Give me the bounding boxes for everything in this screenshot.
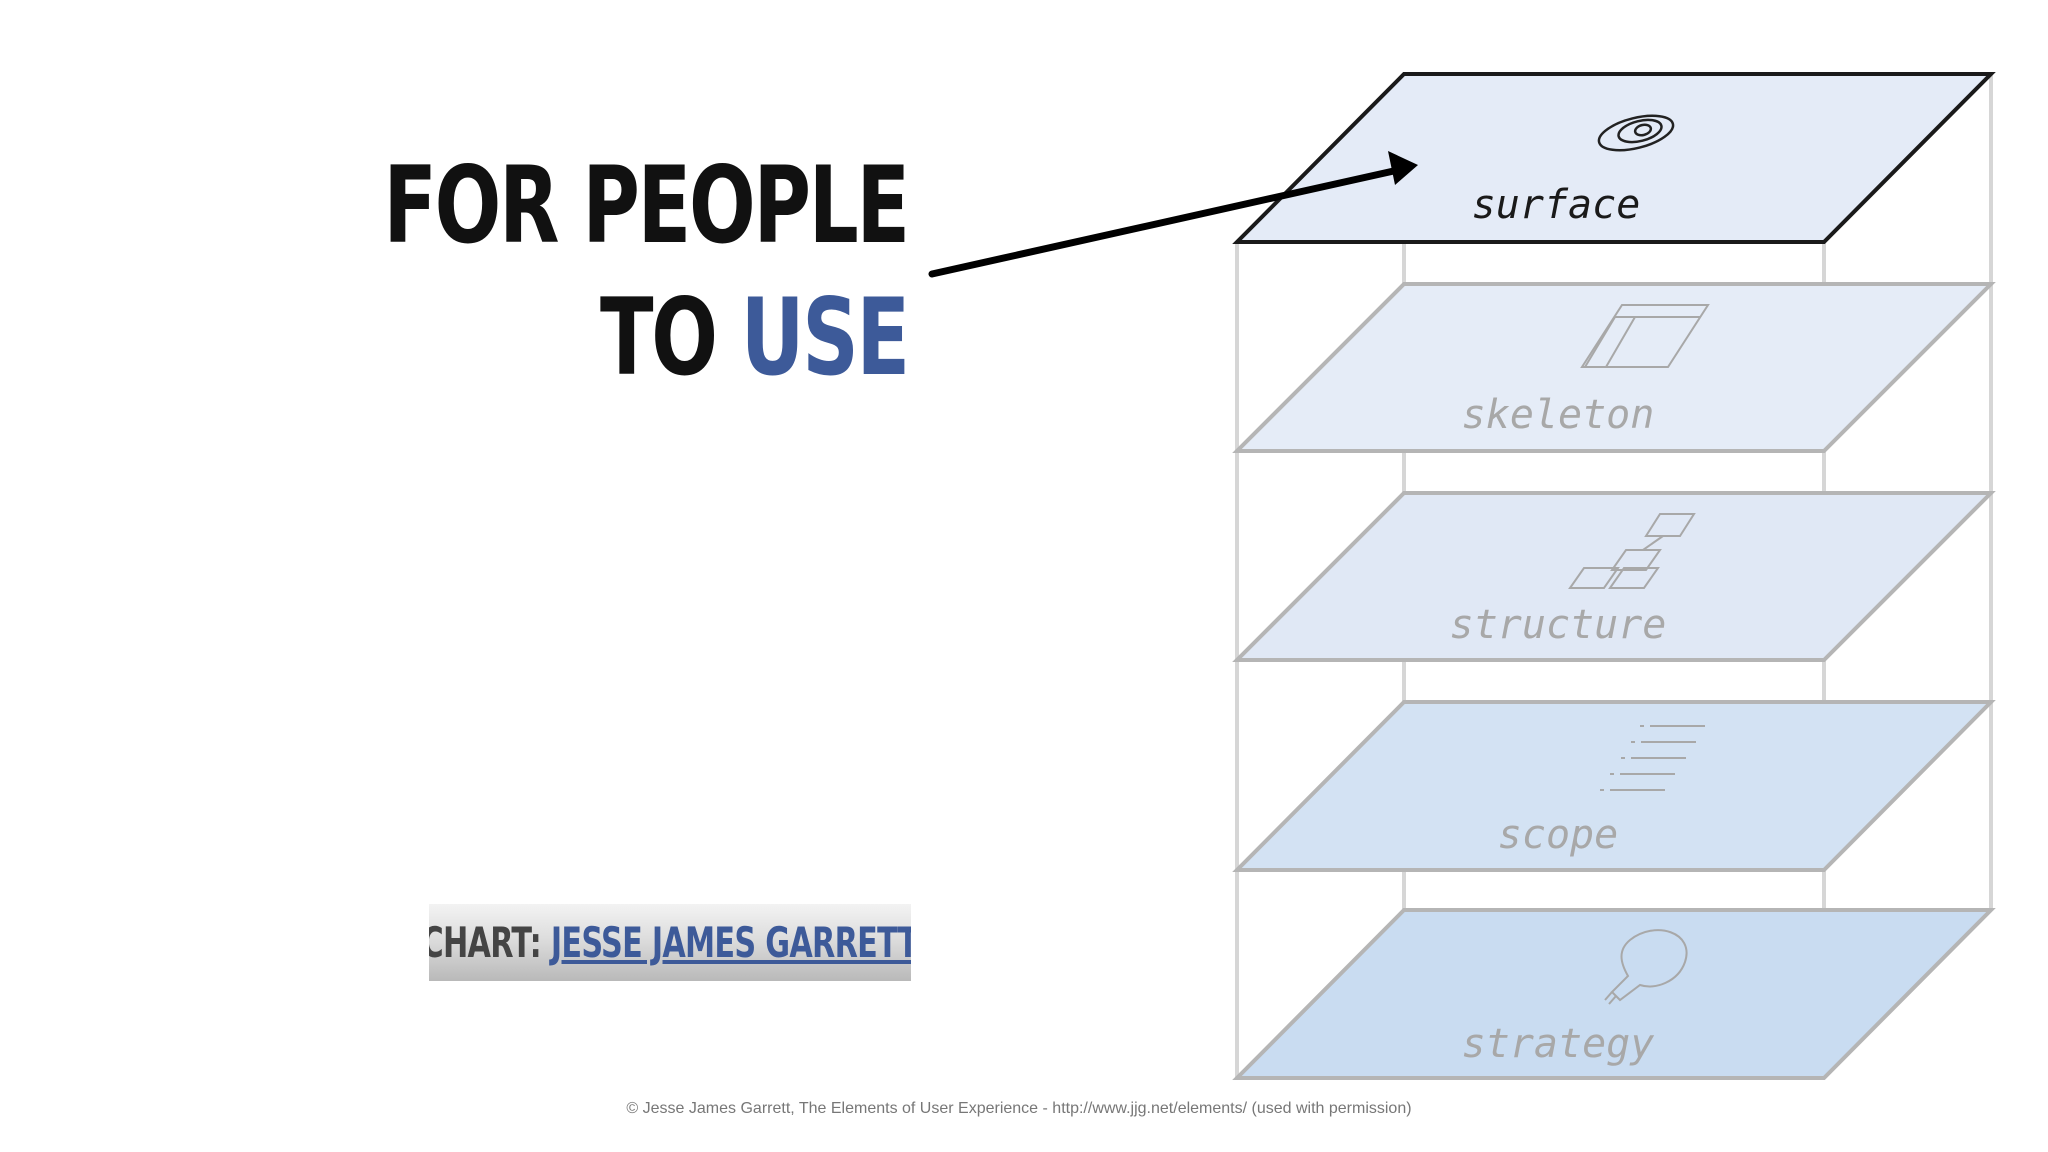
plane-scope: scope (1232, 700, 1996, 872)
plane-label-structure: structure (1450, 602, 1667, 648)
plane-label-skeleton: skeleton (1462, 392, 1655, 438)
plane-label-strategy: strategy (1462, 1021, 1655, 1067)
copyright-footer: © Jesse James Garrett, The Elements of U… (626, 1100, 1412, 1117)
headline-line-2-prefix: TO (600, 276, 741, 399)
pointer-arrow (928, 151, 1418, 278)
chart-credit-prefix: CHART: (429, 918, 552, 967)
plane-strategy: strategy (1232, 908, 1996, 1080)
headline-line-2: TO USE (383, 272, 910, 404)
plane-label-scope: scope (1498, 812, 1618, 858)
plane-skeleton: skeleton (1232, 282, 1996, 453)
plane-label-surface: surface (1472, 182, 1641, 228)
chart-credit-author-link[interactable]: JESSE JAMES GARRETT (551, 918, 911, 967)
wireframe-icon (1580, 304, 1710, 368)
headline-accent-word: USE (740, 276, 910, 399)
lightbulb-icon (1604, 929, 1688, 1005)
eye-icon (1597, 114, 1675, 152)
plane-surface: surface (1232, 72, 1996, 244)
hierarchy-icon (1568, 513, 1696, 589)
chart-credit-box: CHART: JESSE JAMES GARRETT (429, 904, 911, 981)
plane-structure: structure (1232, 491, 1996, 662)
headline: FOR PEOPLE TO USE (383, 140, 910, 404)
headline-line-1: FOR PEOPLE (383, 144, 910, 267)
list-icon (1600, 725, 1705, 791)
chart-credit: CHART: JESSE JAMES GARRETT (429, 918, 911, 967)
